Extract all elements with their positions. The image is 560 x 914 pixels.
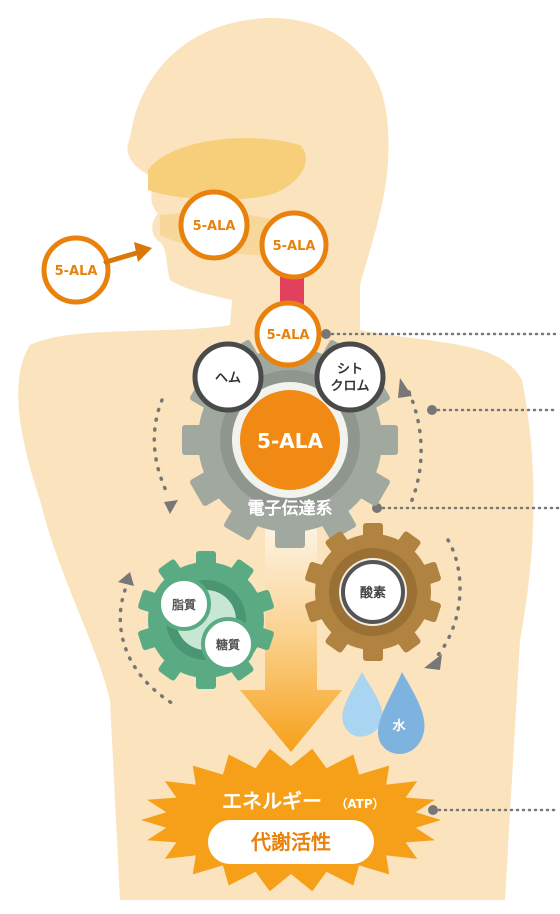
cytochrome-label-line2: クロム <box>330 379 369 394</box>
sugar-circle <box>201 617 255 671</box>
ala-label-chest: 5-ALA <box>267 328 310 343</box>
ala-circle-outside <box>41 235 111 305</box>
leader-dots <box>321 329 438 815</box>
lipid-label: 脂質 <box>171 597 196 612</box>
water-drop-icon <box>378 672 425 754</box>
cytochrome-label-line1: シト <box>337 362 363 377</box>
heme-label: ヘム <box>215 371 241 386</box>
water-label: 水 <box>392 718 406 734</box>
energy-label: エネルギー <box>222 789 322 813</box>
ala-label-outside: 5-ALA <box>55 264 98 279</box>
electron-transport-label: 電子伝達系 <box>248 498 333 519</box>
arrow-icon <box>103 249 143 265</box>
metabolism-pill <box>208 820 374 864</box>
cycle-arrows-gray <box>152 390 423 507</box>
cycle-arrowhead-green <box>118 572 134 586</box>
leader-lines <box>324 332 560 812</box>
atp-label: （ATP） <box>335 796 384 811</box>
ala-label-throat: 5-ALA <box>273 239 316 254</box>
ala-circle-chest <box>254 300 322 368</box>
metabolism-label: 代謝活性 <box>250 830 331 854</box>
cycle-arrowhead-left <box>164 500 178 514</box>
ala-circle-mouth <box>178 189 250 261</box>
sugar-label: 糖質 <box>216 637 240 652</box>
cytochrome-circle <box>314 341 386 413</box>
oxygen-label: 酸素 <box>360 585 386 601</box>
cycle-arrowhead-right <box>398 378 412 398</box>
arrow-icon <box>134 242 152 262</box>
lipid-circle <box>157 577 211 631</box>
cycle-arrows-brown <box>436 538 462 657</box>
ala-label-mouth: 5-ALA <box>193 219 236 234</box>
tongue-shape <box>148 138 306 200</box>
cycle-arrows-green <box>118 588 177 707</box>
cycle-arrowhead-brown <box>424 654 442 670</box>
ala-label-core: 5-ALA <box>257 429 323 453</box>
ala-circle-throat <box>259 210 329 280</box>
oxygen-circle <box>341 560 405 624</box>
heme-circle <box>192 341 264 413</box>
water-drop-icon <box>342 672 383 737</box>
